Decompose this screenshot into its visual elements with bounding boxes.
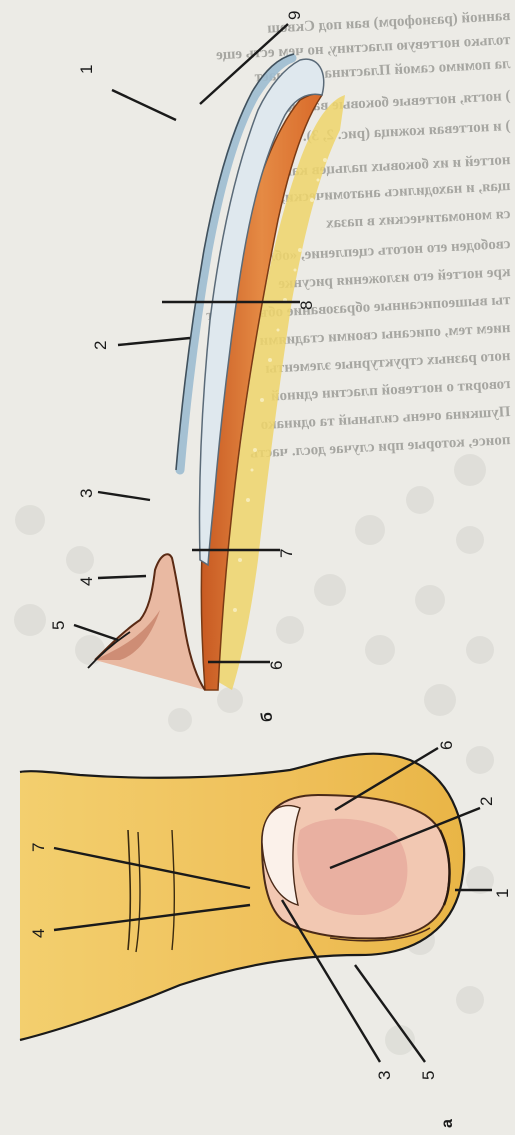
label-b-5: 5 bbox=[49, 621, 68, 630]
label-a-7: 7 bbox=[29, 843, 48, 852]
label-b-9: 9 bbox=[285, 11, 304, 20]
label-b-6: 6 bbox=[267, 661, 286, 670]
label-b-8: 8 bbox=[297, 301, 316, 310]
panel-letter-b: б bbox=[259, 712, 276, 722]
leader-b-2 bbox=[118, 338, 190, 345]
label-b-3: 3 bbox=[77, 489, 96, 498]
panel-a-finger bbox=[20, 754, 464, 1040]
label-b-7: 7 bbox=[277, 549, 296, 558]
label-a-1: 1 bbox=[493, 889, 512, 898]
label-a-5: 5 bbox=[419, 1071, 438, 1080]
label-b-4: 4 bbox=[77, 577, 96, 586]
label-a-3: 3 bbox=[375, 1071, 394, 1080]
label-a-6: 6 bbox=[437, 741, 456, 750]
leader-b-1 bbox=[112, 90, 176, 120]
panel-b-section bbox=[88, 54, 345, 690]
panel-letter-a: а bbox=[439, 1119, 456, 1128]
label-a-2: 2 bbox=[477, 797, 496, 806]
leader-b-4 bbox=[98, 576, 146, 578]
label-a-4: 4 bbox=[29, 929, 48, 938]
leader-b-3 bbox=[98, 492, 150, 500]
label-b-2: 2 bbox=[91, 341, 110, 350]
proximal-nail-fold bbox=[95, 554, 205, 690]
label-b-1: 1 bbox=[77, 65, 96, 74]
